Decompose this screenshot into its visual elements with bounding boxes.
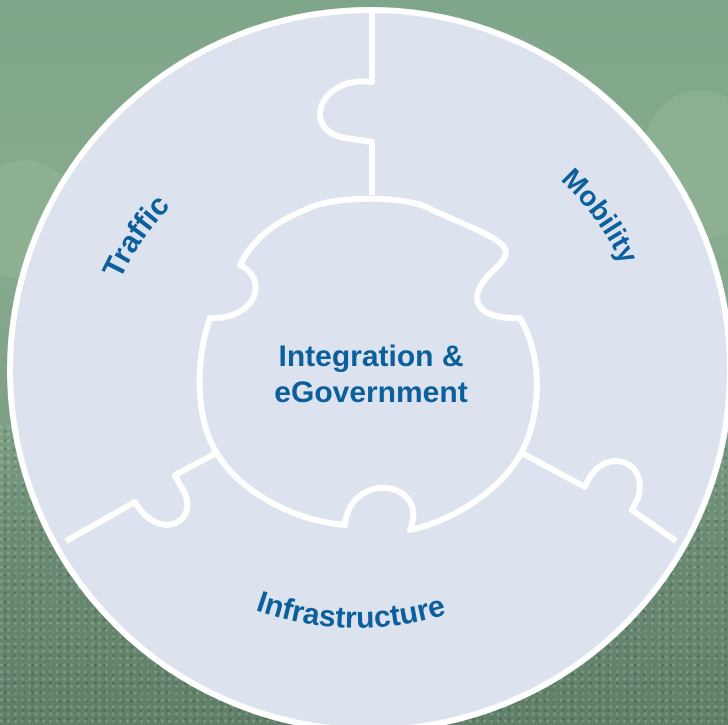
divider-top — [317, 12, 375, 195]
divider-bottom-right — [518, 449, 678, 544]
divider-bottom-left — [64, 447, 224, 544]
center-label-line1: Integration & — [279, 340, 464, 373]
center-puzzle-piece — [196, 195, 540, 533]
center-label-line2: eGovernment — [274, 376, 467, 409]
